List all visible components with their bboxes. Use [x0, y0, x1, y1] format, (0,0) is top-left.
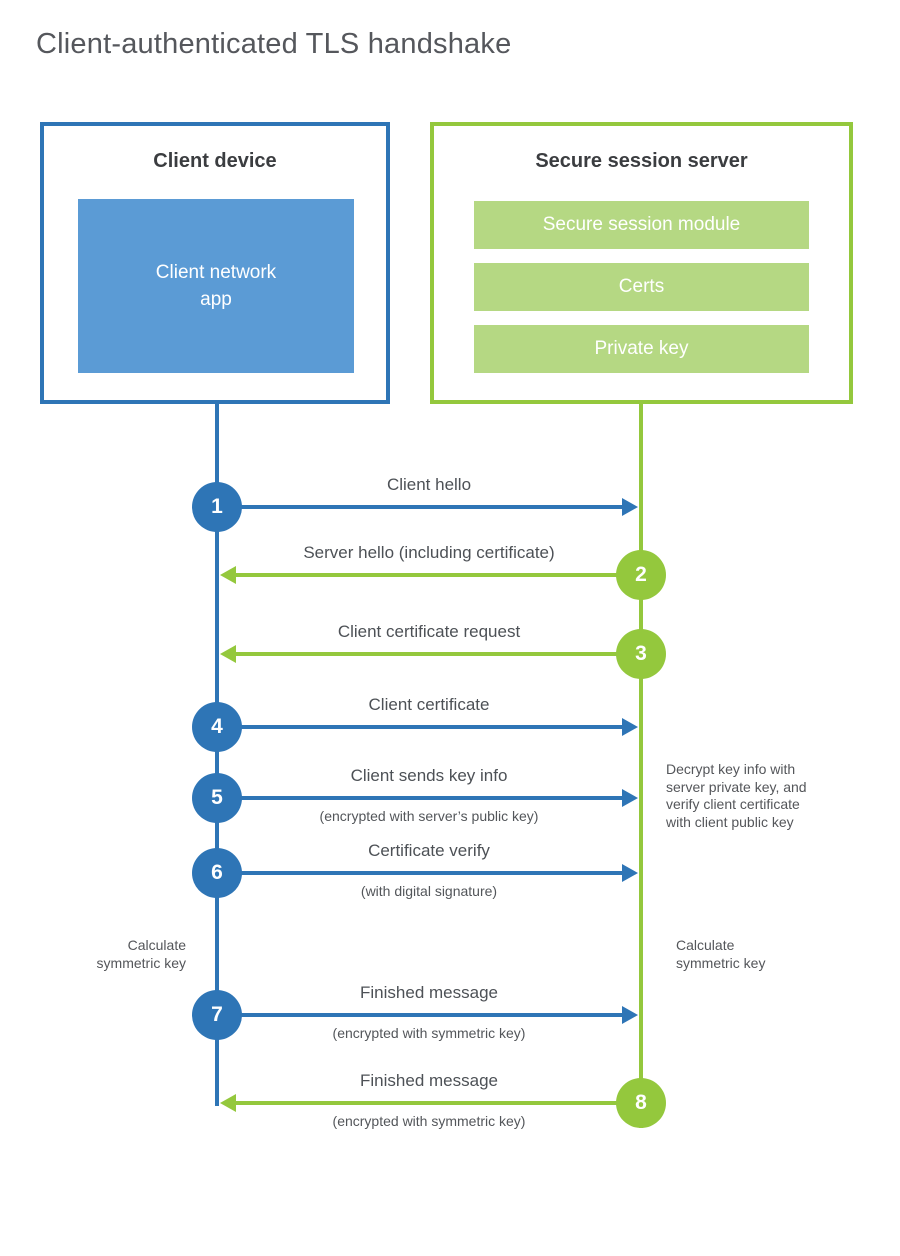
- step-6-arrow: [240, 871, 624, 875]
- server-title: Secure session server: [535, 150, 748, 172]
- step-5-label: Client sends key info: [350, 766, 508, 785]
- decrypt-key-note: Decrypt key info with server private key…: [666, 761, 846, 831]
- client-device-title: Client device: [153, 150, 277, 172]
- step-7-sublabel: (encrypted with symmetric key): [332, 1025, 526, 1041]
- arrowhead-right-icon: [622, 864, 638, 882]
- client-app-label-line2: app: [200, 289, 232, 310]
- step-3-marker: 3: [616, 629, 666, 679]
- arrowhead-left-icon: [220, 566, 236, 584]
- diagram-title: Client-authenticated TLS handshake: [36, 28, 512, 60]
- step-6-marker: 6: [192, 848, 242, 898]
- server-timeline: [639, 404, 643, 1128]
- step-5-marker: 5: [192, 773, 242, 823]
- calculate-symmetric-key-note-client: Calculate symmetric key: [26, 936, 186, 972]
- step-8-marker: 8: [616, 1078, 666, 1128]
- step-7-marker: 7: [192, 990, 242, 1040]
- calc-right-line2: symmetric key: [676, 955, 766, 971]
- step-8-label: Finished message: [360, 1071, 498, 1090]
- step-2-arrow: [236, 573, 620, 577]
- step-1-label: Client hello: [386, 475, 472, 494]
- step-6-label: Certificate verify: [368, 841, 490, 860]
- step-5-arrow: [240, 796, 624, 800]
- arrowhead-left-icon: [220, 645, 236, 663]
- step-2-marker: 2: [616, 550, 666, 600]
- arrowhead-left-icon: [220, 1094, 236, 1112]
- arrowhead-right-icon: [622, 718, 638, 736]
- server-module-secure-session: Secure session module: [474, 201, 809, 249]
- server-module-certs: Certs: [474, 263, 809, 311]
- step-4-marker: 4: [192, 702, 242, 752]
- step-8-arrow: [236, 1101, 620, 1105]
- calc-right-line1: Calculate: [676, 937, 735, 953]
- calculate-symmetric-key-note-server: Calculate symmetric key: [676, 936, 836, 972]
- arrowhead-right-icon: [622, 789, 638, 807]
- arrowhead-right-icon: [622, 498, 638, 516]
- step-3-label: Client certificate request: [337, 622, 521, 641]
- step-4-label: Client certificate: [368, 695, 490, 714]
- decrypt-note-line3: verify client certificate: [666, 796, 800, 812]
- step-7-arrow: [240, 1013, 624, 1017]
- step-5-sublabel: (encrypted with server’s public key): [319, 808, 539, 824]
- client-app-label-line1: Client network: [155, 262, 277, 283]
- client-timeline: [215, 404, 219, 1106]
- calc-left-line2: symmetric key: [96, 955, 186, 971]
- server-module-private-key: Private key: [474, 325, 809, 373]
- client-device-box: Client device Client network app: [40, 122, 390, 404]
- step-1-arrow: [240, 505, 624, 509]
- step-6-sublabel: (with digital signature): [360, 883, 498, 899]
- step-1-marker: 1: [192, 482, 242, 532]
- calc-left-line1: Calculate: [127, 937, 186, 953]
- arrowhead-right-icon: [622, 1006, 638, 1024]
- decrypt-note-line1: Decrypt key info with: [666, 761, 796, 777]
- step-4-arrow: [240, 725, 624, 729]
- decrypt-note-line4: with client public key: [666, 813, 794, 830]
- decrypt-note-line2: server private key, and: [666, 778, 807, 795]
- step-2-label: Server hello (including certificate): [303, 543, 555, 562]
- step-3-arrow: [236, 652, 620, 656]
- secure-session-server-box: Secure session server Secure session mod…: [430, 122, 853, 404]
- step-7-label: Finished message: [360, 983, 498, 1002]
- client-network-app-box: Client network app: [78, 199, 354, 373]
- step-8-sublabel: (encrypted with symmetric key): [332, 1113, 526, 1129]
